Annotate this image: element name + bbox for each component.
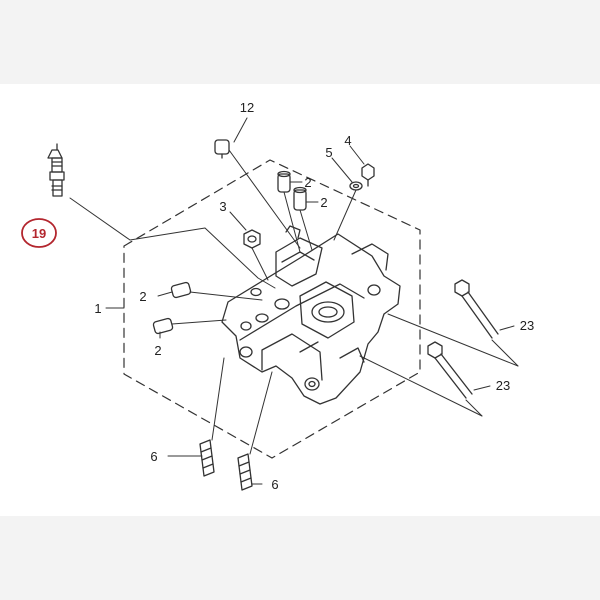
callout-4: 4 [344,133,351,148]
axis-23a-head [387,313,519,367]
callout-1: 1 [94,301,101,316]
part-6-stud-2 [237,453,253,491]
callout-5: 5 [325,145,332,160]
axis-2a [283,191,301,253]
part-3-nut [243,229,261,249]
axis-23b [465,399,483,417]
callout-2-left-1: 2 [139,289,146,304]
part-23-bolt-upper [454,279,499,339]
dowel-pin-left-2 [152,317,174,335]
axis-3 [251,247,269,281]
axis-23a [491,339,519,367]
assembly-boundary [123,159,421,459]
callout-6-left: 6 [150,449,157,464]
callout-3: 3 [219,199,226,214]
callout-23-lower: 23 [496,378,510,393]
callout-2-upper-2: 2 [320,195,327,210]
dowel-pin-left-1 [170,281,192,299]
leader-23b [473,385,491,391]
callout-2-left-2: 2 [154,343,161,358]
callout-6-right: 6 [271,477,278,492]
part-6-stud-1 [199,439,215,477]
leader-12 [233,117,248,143]
axis-6b [249,371,273,455]
leader-23a [499,325,515,331]
callout-23-upper: 23 [520,318,534,333]
part-4-bolt [361,163,375,187]
axis-2b [299,209,313,251]
leader-19 [69,197,276,289]
cylinder-head [221,225,401,405]
part-23-bolt-lower [427,341,473,399]
axis-6a [211,357,225,441]
axis-5 [333,189,357,241]
axis-2d [171,319,227,325]
leader-3 [229,211,247,231]
callout-12: 12 [240,100,254,115]
leader-4 [349,145,365,165]
callout-19: 19 [32,226,46,241]
dowel-pin-upper-1 [277,170,291,193]
spark-plug [47,143,65,197]
leader-5 [331,157,353,183]
callout-2-upper-1: 2 [304,175,311,190]
part-5-washer [349,181,363,191]
axis-2c [189,291,263,301]
pin-12-axis [228,149,301,249]
leader-2c [157,291,173,297]
highlight-circle-19 [21,218,57,248]
top-band [0,0,600,84]
part-12-pin [214,139,230,159]
dowel-pin-upper-2 [293,186,307,211]
bottom-band [0,516,600,600]
axis-23b-head [359,355,483,417]
